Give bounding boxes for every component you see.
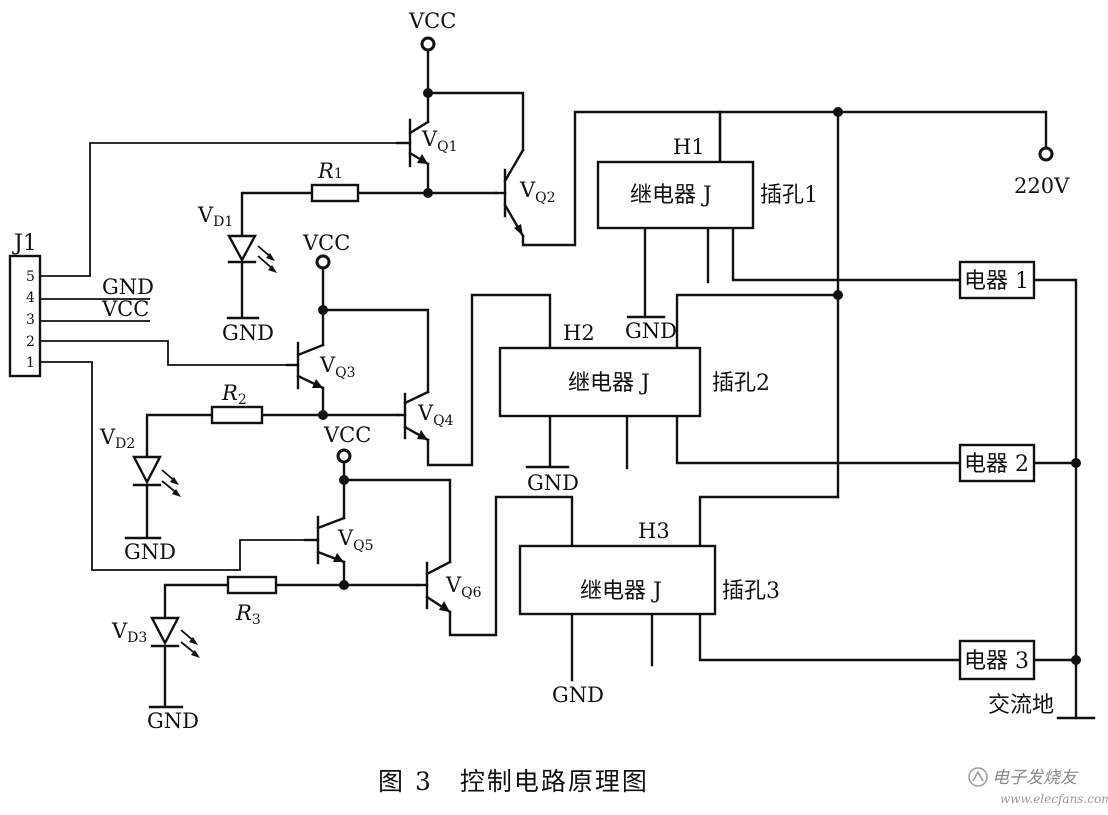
svg-text:R3: R3	[235, 601, 261, 628]
appliance-2: 电器 2	[958, 443, 1036, 483]
connector-j1: J1 5 4 3 2 1 GND VCC	[8, 231, 154, 378]
transistor-q1: VQ1	[395, 118, 458, 168]
svg-text:VCC: VCC	[302, 231, 350, 255]
led-d2: VD2	[99, 425, 181, 497]
svg-text:GND: GND	[124, 540, 176, 564]
led-d3: VD3	[111, 616, 200, 658]
svg-text:VQ1: VQ1	[421, 127, 458, 155]
svg-text:VD1: VD1	[197, 203, 233, 230]
svg-text:VD2: VD2	[99, 425, 135, 452]
resistor-r3: R3	[226, 575, 278, 628]
svg-text:R2: R2	[221, 381, 247, 408]
socket-3-label: 插孔3	[722, 579, 780, 604]
resistor-r2: R2	[210, 381, 264, 425]
svg-text:J1: J1	[12, 231, 37, 256]
svg-text:电器 2: 电器 2	[964, 452, 1029, 477]
gnd-led-d3: GND	[147, 705, 199, 733]
ac-ground-label: 交流地	[988, 693, 1054, 718]
socket-2-label: 插孔2	[712, 371, 770, 396]
resistor-r1: R1	[310, 159, 360, 203]
svg-text:VCC: VCC	[408, 9, 456, 33]
ground-symbols: GND GND GND GND GND GND	[124, 315, 677, 733]
svg-text:GND: GND	[625, 319, 677, 343]
svg-text:继电器 J: 继电器 J	[568, 371, 650, 396]
svg-text:220V: 220V	[1014, 174, 1070, 198]
svg-text:VCC: VCC	[323, 423, 371, 447]
pin-label-vcc: VCC	[101, 297, 149, 321]
svg-text:H2: H2	[563, 321, 595, 345]
figure-caption: 图 3 控制电路原理图	[378, 767, 649, 796]
svg-text:VQ6: VQ6	[445, 573, 482, 601]
pin-1: 1	[26, 355, 35, 371]
pin-4: 4	[26, 290, 35, 306]
appliance-3: 电器 3	[958, 639, 1036, 681]
watermark-url: www.elecfans.com	[1000, 792, 1108, 806]
gnd-relay-h2: GND	[525, 465, 579, 495]
pin-5: 5	[26, 269, 35, 285]
svg-text:VD3: VD3	[111, 619, 147, 646]
gnd-led-d2: GND	[124, 536, 176, 564]
appliance-1: 电器 1	[958, 260, 1036, 300]
watermark-logo-text: 电子发烧友	[992, 768, 1079, 788]
junction-dots	[318, 88, 1081, 665]
pin-2: 2	[26, 334, 35, 350]
gnd-relay-h3: GND	[552, 683, 604, 707]
vcc-terminal-2: VCC	[302, 231, 350, 270]
led-d1: VD1	[197, 203, 277, 273]
svg-text:电器 3: 电器 3	[964, 649, 1029, 674]
svg-text:GND: GND	[147, 709, 199, 733]
svg-text:VQ3: VQ3	[319, 353, 356, 381]
svg-text:GND: GND	[527, 471, 579, 495]
relay-h2: H2 继电器 J 插孔2	[498, 321, 770, 418]
svg-text:H3: H3	[638, 519, 670, 543]
watermark: 电子发烧友 www.elecfans.com	[968, 767, 1108, 806]
relay-h3: H3 继电器 J 插孔3	[518, 519, 780, 616]
transistor-q3: VQ3	[285, 341, 356, 390]
svg-text:VQ4: VQ4	[417, 401, 454, 429]
gnd-relay-h1: GND	[625, 315, 677, 343]
svg-text:VQ5: VQ5	[337, 526, 374, 554]
gnd-led-d1: GND	[222, 316, 274, 345]
vcc-terminal-1: VCC	[408, 9, 456, 52]
svg-text:继电器 J: 继电器 J	[580, 579, 662, 604]
relay-h1: H1 继电器 J 插孔1	[596, 135, 818, 230]
transistor-q4: VQ4	[396, 390, 454, 442]
svg-text:VQ2: VQ2	[519, 178, 556, 206]
svg-text:继电器 J: 继电器 J	[630, 183, 712, 208]
svg-text:GND: GND	[222, 321, 274, 345]
socket-1-label: 插孔1	[760, 183, 818, 208]
pin-label-gnd: GND	[102, 275, 154, 299]
transistor-q5: VQ5	[303, 515, 374, 565]
transistor-q6: VQ6	[416, 560, 482, 614]
svg-text:R1: R1	[317, 159, 343, 183]
svg-text:H1: H1	[673, 135, 705, 159]
svg-text:GND: GND	[552, 683, 604, 707]
pin-3: 3	[26, 312, 35, 328]
svg-text:电器 1: 电器 1	[964, 269, 1029, 294]
transistor-q2: VQ2	[494, 148, 556, 238]
mains-terminal: 220V	[1014, 146, 1070, 198]
vcc-terminal-3: VCC	[323, 423, 371, 464]
wires	[40, 45, 1096, 720]
